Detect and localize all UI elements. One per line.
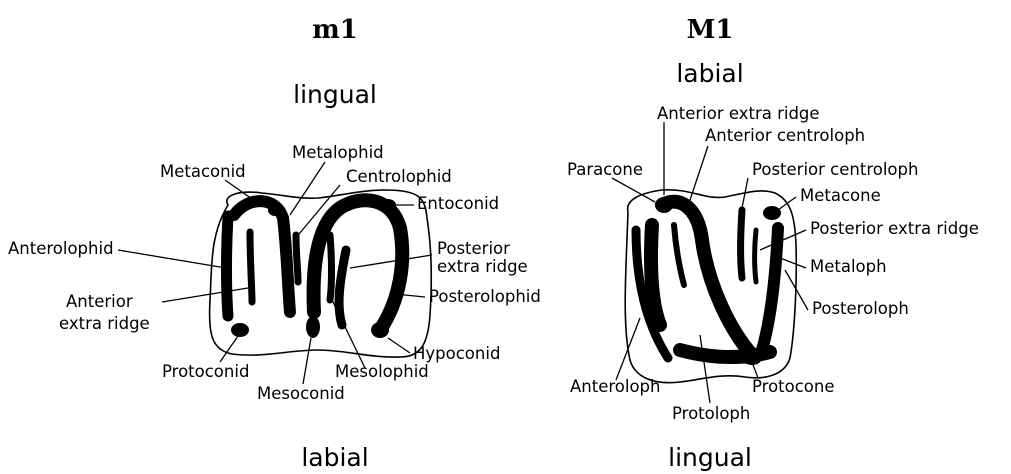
M1-anterior-centroloph-label: Anterior centroloph [705,126,865,145]
M1-metacone-label: Metacone [800,186,881,205]
M1-posterior-centroloph-crest [741,210,743,278]
m1-mesoconid-label: Mesoconid [257,384,345,403]
m1-anterolophid-leader [118,250,226,268]
M1-protocone-label: Protocone [752,377,835,396]
m1-anterolophid-label: Anterolophid [8,239,114,258]
m1-anterolophid-crest [227,216,229,316]
m1-bottom-side-label: labial [301,443,368,472]
m1-posterior-extra-ridge-label-line2: extra ridge [437,257,528,276]
M1-anteroloph-label: Anteroloph [570,377,661,396]
m1-top-side-label: lingual [293,80,377,109]
m1-posterior-extra-ridge-label-line1: Posterior [437,239,510,258]
m1-entoconid-label: Entoconid [417,194,499,213]
m1-metaconid-cusp [268,204,282,216]
m1-metaconid-label: Metaconid [160,162,246,181]
M1-title: M1 [687,15,734,45]
M1-bottom-side-label: lingual [668,443,752,472]
m1-hypoconid-cusp [371,322,389,338]
M1-metacone-cusp [763,206,781,220]
M1-top-side-label: labial [676,59,743,88]
m1-centrolophid-label: Centrolophid [346,167,452,186]
m1-metalophid-label: Metalophid [292,143,384,162]
m1-anterior-extra-ridge-label-line1: Anterior [66,292,133,311]
m1-hypoconid-label: Hypoconid [413,344,500,363]
m1-title: m1 [312,15,358,45]
M1-posterior-extra-ridge-label: Posterior extra ridge [810,219,979,238]
m1-posterolophid-label: Posterolophid [429,287,541,306]
M1-anterior-extra-ridge-label: Anterior extra ridge [657,104,820,123]
M1-posterior-centroloph-label: Posterior centroloph [752,160,918,179]
m1-protoconid-label: Protoconid [162,362,249,381]
m1-centrolophid-crest [296,235,298,282]
m1-panel: m1 lingual labial Metalophid [8,15,541,472]
m1-protoconid-cusp [231,323,249,337]
m1-mesoconid-cusp [306,316,320,338]
M1-posteroloph-label: Posteroloph [812,299,909,318]
M1-protoloph-label: Protoloph [672,404,750,423]
M1-panel: M1 labial lingual Anterior extra ridge [567,15,979,472]
m1-anterior-extra-ridge-crest [250,232,252,302]
M1-paracone-label: Paracone [567,160,643,179]
M1-metaloph-label: Metaloph [810,257,887,276]
m1-mesolophid-label: Mesolophid [335,362,429,381]
m1-mesolophid-crest [330,235,332,300]
M1-paracone-cusp [655,197,673,213]
M1-posterior-extra-ridge-crest [755,230,757,282]
m1-anterior-extra-ridge-label-line2: extra ridge [59,314,150,333]
